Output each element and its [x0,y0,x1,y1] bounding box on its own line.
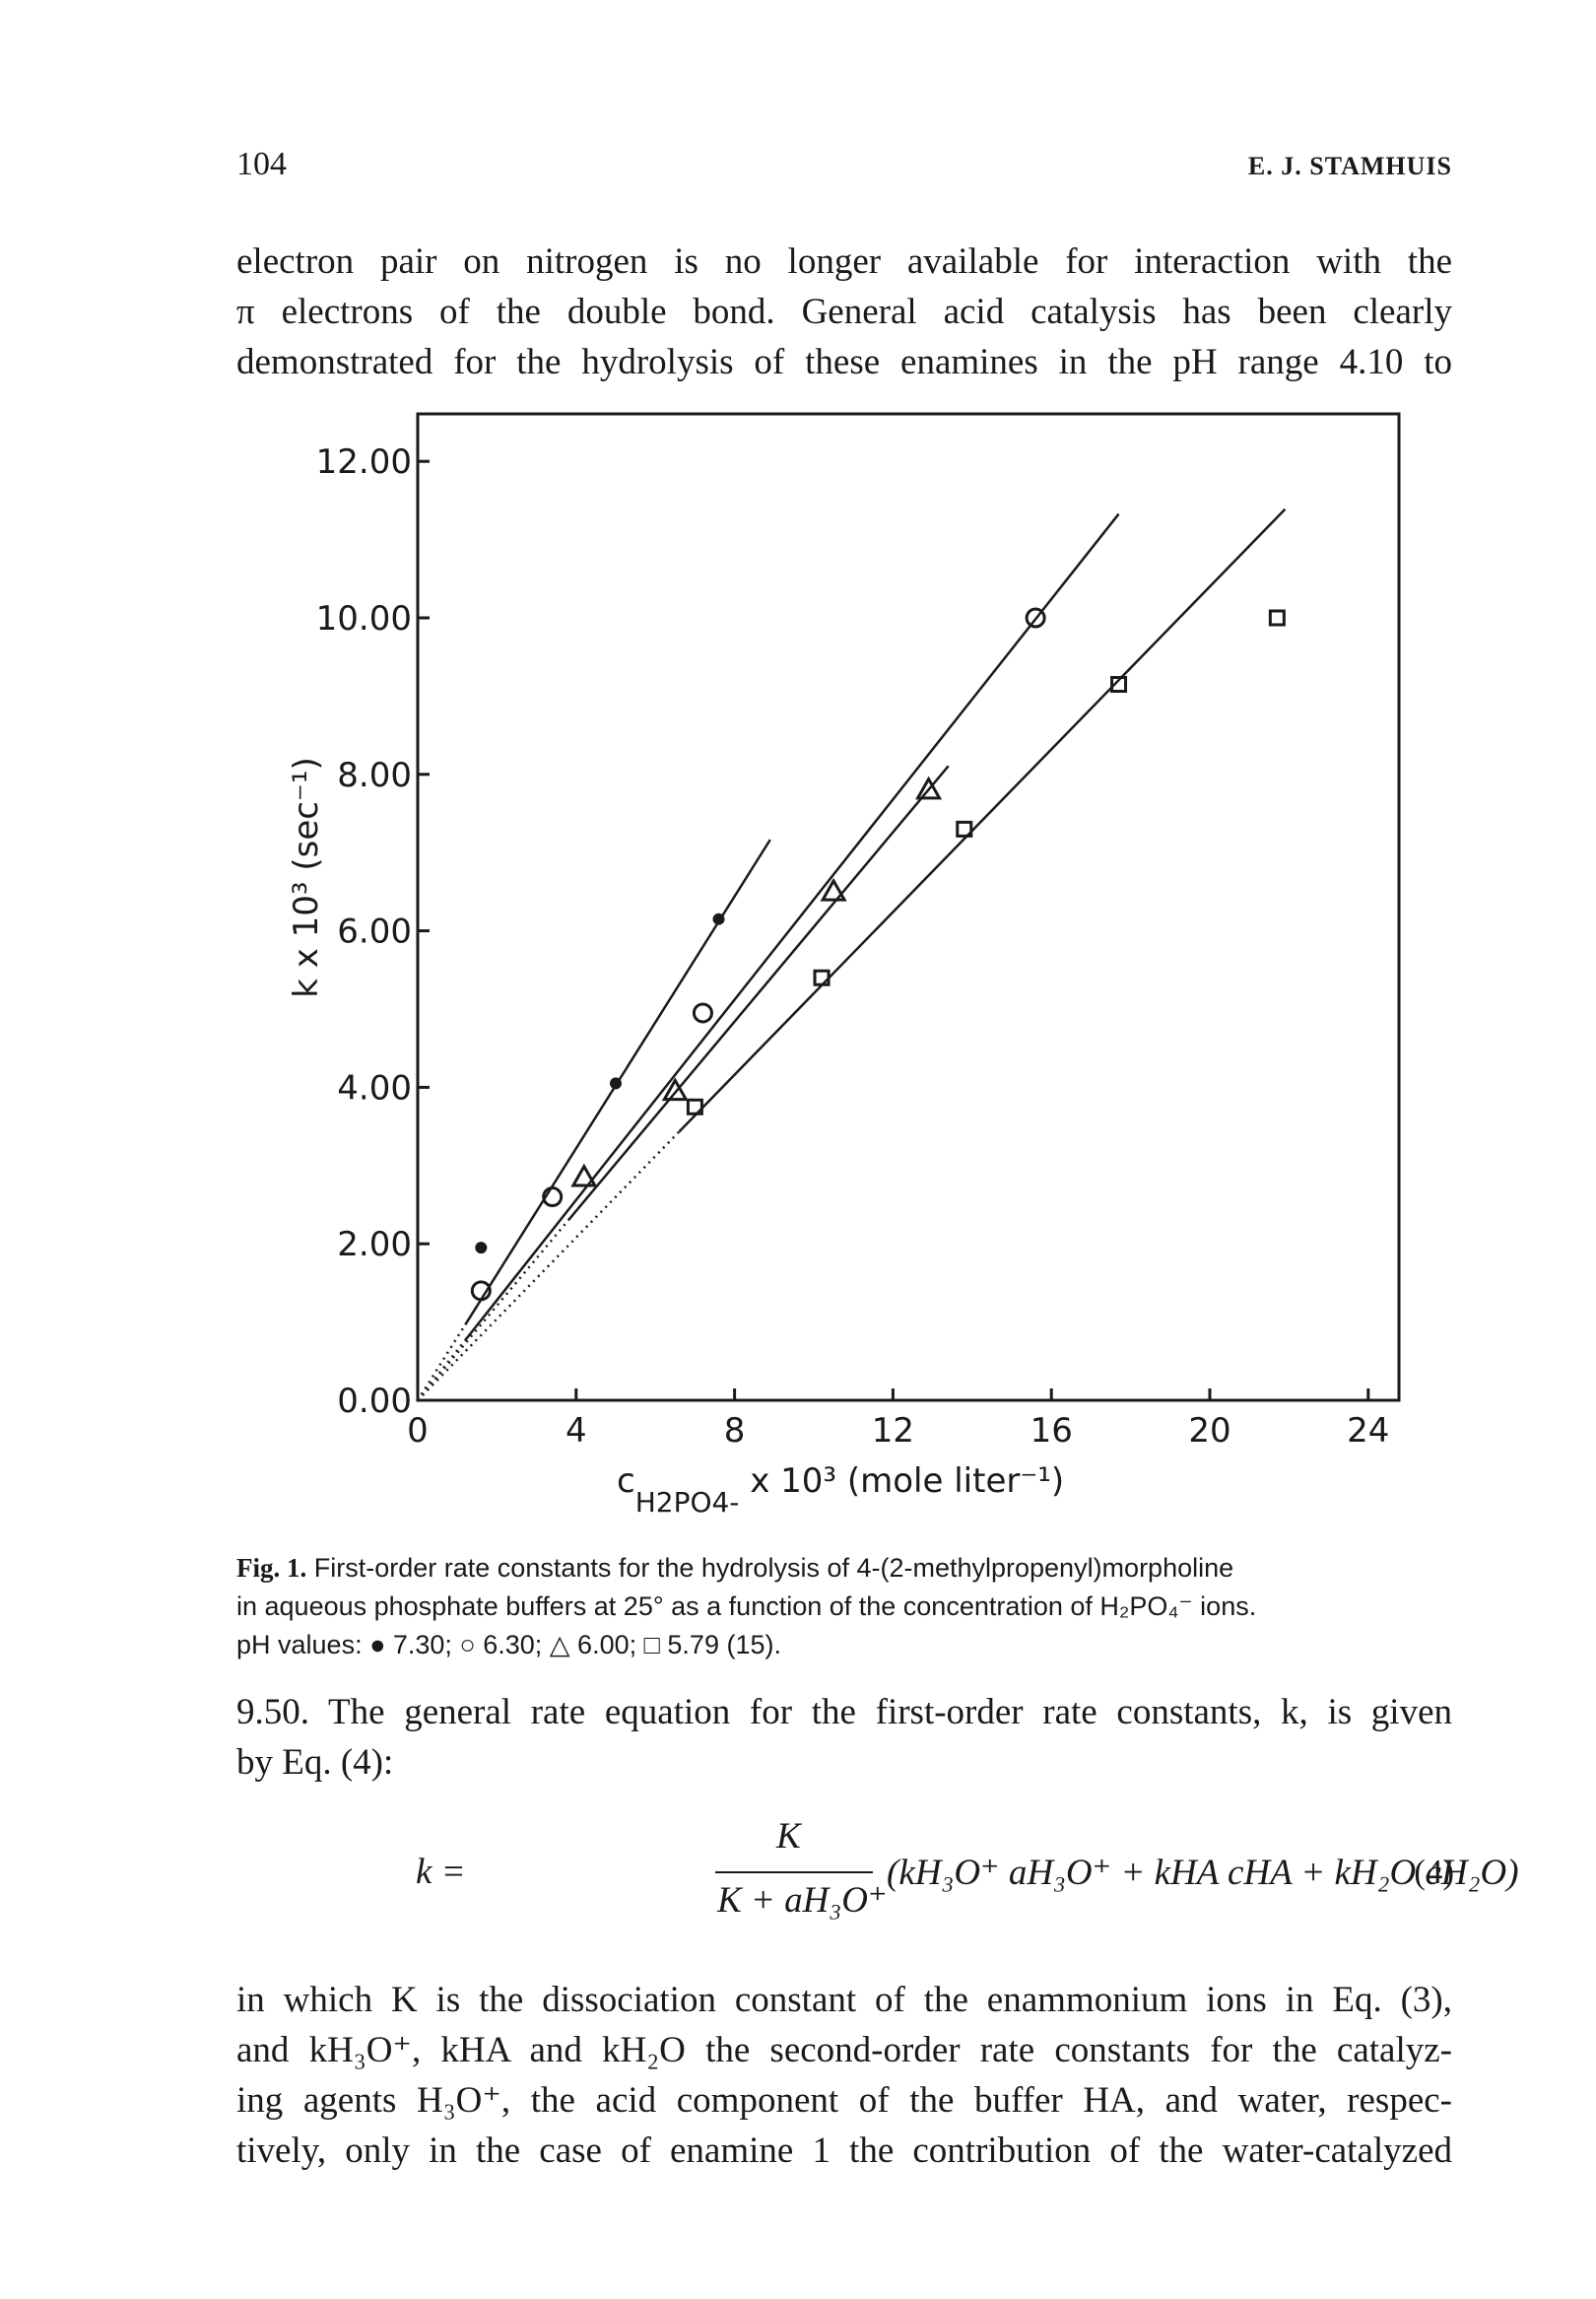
data-point-open-circle [1025,607,1046,629]
y-tick-label: 10.00 [316,599,412,639]
data-point-triangle [914,776,943,800]
series-extrapolation [417,1130,681,1401]
series-line [464,512,1120,1341]
data-point-square [813,969,831,986]
equation-numerator: K [776,1816,801,1857]
paragraph-line: 9.50. The general rate equation for the … [236,1692,1452,1732]
data-point-open-circle [692,1002,713,1024]
x-tick-label: 16 [1031,1411,1073,1451]
y-tick-label: 12.00 [316,442,412,482]
data-point-filled-circle [475,1242,488,1254]
paragraph-line: electron pair on nitrogen is no longer a… [236,241,1452,282]
figure-caption: Fig. 1. First-order rate constants for t… [236,1549,1454,1664]
data-point-filled-circle [610,1077,622,1090]
rate-constant-chart: 0.00 2.00 4.00 6.00 8.00 10.00 12.00 0 4 8 12 16 20 2… [287,412,1401,1518]
paragraph-line: π electrons of the double bond. General … [236,292,1452,332]
y-axis-label: k x 10³ (sec⁻¹) [287,757,326,998]
x-tick-label: 24 [1347,1411,1389,1451]
paragraph-line: and kH₃O⁺, kHA and kH₂O the second-order… [236,2030,1452,2070]
paragraph-bottom: in which K is the dissociation constant … [236,1975,1452,2176]
data-point-filled-circle [712,913,725,925]
figure-label: Fig. 1. [236,1553,307,1583]
x-tick-label: 20 [1188,1411,1230,1451]
y-tick-label: 0.00 [337,1382,412,1421]
data-point-open-circle [470,1280,492,1302]
data-point-square [686,1098,703,1116]
running-head: E. J. STAMHUIS [1247,152,1452,180]
series-extrapolation [416,1323,467,1401]
paragraph-line: by Eq. (4): [236,1742,394,1783]
data-point-square [1268,609,1286,627]
series-line [678,507,1287,1133]
series-line [566,765,950,1222]
x-tick-label: 4 [565,1411,587,1451]
y-tick-label: 4.00 [337,1068,412,1108]
plot-frame [416,412,1401,1402]
equation-number: (4) [1414,1853,1454,1891]
y-tick-label: 8.00 [337,756,412,795]
fraction-bar [715,1871,873,1873]
paragraph-line: demonstrated for the hydrolysis of these… [236,342,1452,382]
caption-line: pH values: ● 7.30; ○ 6.30; △ 6.00; □ 5.7… [236,1630,781,1659]
x-tick-label: 0 [407,1411,429,1451]
series-extrapolation [417,1219,569,1401]
data-point-square [1110,675,1128,693]
equation-body: (kH₃O⁺ aH₃O⁺ + kHA cHA + kH₂O cH₂O) [887,1853,1519,1893]
paragraph-line: ing agents H₃O⁺, the acid component of t… [236,2080,1452,2121]
page-number: 104 [236,146,287,182]
equation-lhs: k = [416,1852,466,1892]
paragraph-top: electron pair on nitrogen is no longer a… [236,237,1452,387]
series-extrapolation [417,1339,467,1401]
data-point-square [956,820,973,838]
x-tick-label: 12 [872,1411,914,1451]
equation-4: k = K K + aH₃O⁺ (kH₃O⁺ aH₃O⁺ + kHA cHA +… [236,1815,1519,1933]
caption-line: First-order rate constants for the hydro… [313,1553,1234,1583]
data-point-triangle [820,877,847,902]
paragraph-line: tively, only in the case of enamine 1 th… [236,2130,1452,2171]
y-tick-label: 6.00 [337,913,412,952]
x-axis-label: cH2PO4- x 10³ (mole liter⁻¹) [617,1461,1064,1518]
x-tick-label: 8 [724,1411,746,1451]
data-point-triangle [570,1163,598,1187]
data-point-open-circle [542,1186,564,1208]
paragraph-middle: 9.50. The general rate equation for the … [236,1687,1452,1788]
caption-line: in aqueous phosphate buffers at 25° as a… [236,1591,1257,1621]
y-tick-label: 2.00 [337,1225,412,1264]
equation-denominator: K + aH₃O⁺ [717,1880,888,1921]
data-point-triangle [661,1077,689,1102]
paragraph-line: in which K is the dissociation constant … [236,1980,1452,2020]
